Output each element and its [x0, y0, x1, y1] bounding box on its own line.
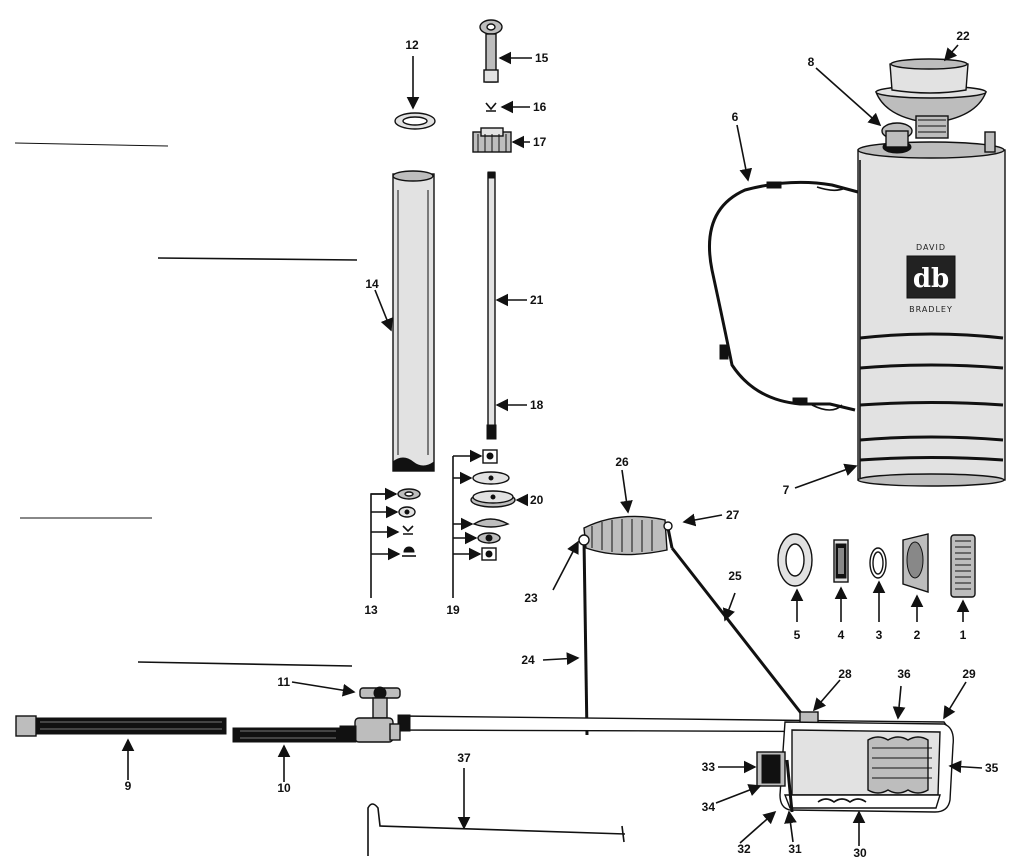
label-6: 6: [732, 110, 739, 124]
part-7-tank: [857, 131, 1006, 487]
label-5: 5: [794, 628, 801, 642]
label-32: 32: [737, 842, 751, 856]
part-number-labels: 22 12 15 8 16 6 17 14 21 18 26 7 20 27 2…: [125, 29, 999, 860]
part-24-handle-upright: [578, 534, 590, 736]
svg-text:DAVID: DAVID: [916, 243, 946, 252]
label-35: 35: [985, 761, 999, 775]
part-37-agitator-rod: [367, 803, 626, 856]
label-13: 13: [364, 603, 378, 617]
part-11-shutoff-valve: [339, 686, 401, 743]
label-25: 25: [728, 569, 742, 583]
label-22: 22: [956, 29, 970, 43]
label-28: 28: [838, 667, 852, 681]
part-4-screen: [833, 539, 849, 583]
label-15: 15: [535, 51, 549, 65]
label-12: 12: [405, 38, 419, 52]
label-36: 36: [897, 667, 911, 681]
part-1-strainer: [950, 534, 976, 598]
part-3-o-ring: [869, 547, 887, 579]
leader-lines: [121, 44, 983, 846]
part-14-cylinder: [392, 170, 435, 472]
label-26: 26: [615, 455, 629, 469]
part-17-cap: [472, 127, 512, 153]
label-33: 33: [702, 760, 716, 774]
part-22-funnel-cover: [875, 58, 987, 139]
label-19: 19: [446, 603, 460, 617]
part-8-fill-fitting: [881, 122, 913, 154]
part-10-short-hose: [232, 727, 344, 743]
part-21-pump-rod: [486, 171, 497, 440]
label-1: 1: [960, 628, 967, 642]
part-33-valve-body: [756, 751, 786, 787]
part-9-long-hose: [15, 715, 227, 737]
label-18: 18: [530, 398, 544, 412]
part-6-shoulder-strap: [708, 180, 859, 412]
label-16: 16: [533, 100, 547, 114]
label-4: 4: [838, 628, 845, 642]
david-bradley-logo: DAVID db BRADLEY: [906, 243, 956, 314]
label-24: 24: [521, 653, 535, 667]
label-27: 27: [726, 508, 740, 522]
label-34: 34: [702, 800, 716, 814]
label-20: 20: [530, 493, 544, 507]
label-29: 29: [962, 667, 976, 681]
part-16-clip: [485, 102, 497, 112]
label-23: 23: [524, 591, 538, 605]
label-30: 30: [853, 846, 867, 860]
label-3: 3: [876, 628, 883, 642]
part-5-gasket: [777, 533, 813, 587]
label-8: 8: [808, 55, 815, 69]
label-31: 31: [788, 842, 802, 856]
part-19-valve-stack: [470, 449, 516, 561]
label-37: 37: [457, 751, 471, 765]
part-29-pump-housing: [779, 721, 954, 813]
scan-artifact-lines: [14, 142, 358, 667]
label-7: 7: [783, 483, 790, 497]
part-31-pin: [785, 759, 794, 813]
part-2-filter-cup: [902, 533, 929, 593]
part-15-pump-handle: [479, 19, 503, 83]
part-13-small-parts: [397, 488, 421, 557]
label-9: 9: [125, 779, 132, 793]
label-17: 17: [533, 135, 547, 149]
part-12-ring: [394, 112, 436, 130]
label-21: 21: [530, 293, 544, 307]
label-2: 2: [914, 628, 921, 642]
part-25-lever-arm: [663, 521, 810, 723]
svg-text:db: db: [913, 264, 949, 294]
label-10: 10: [277, 781, 291, 795]
label-11: 11: [277, 675, 290, 689]
svg-text:BRADLEY: BRADLEY: [909, 305, 953, 314]
part-26-hand-grip: [583, 515, 668, 556]
label-14: 14: [365, 277, 379, 291]
